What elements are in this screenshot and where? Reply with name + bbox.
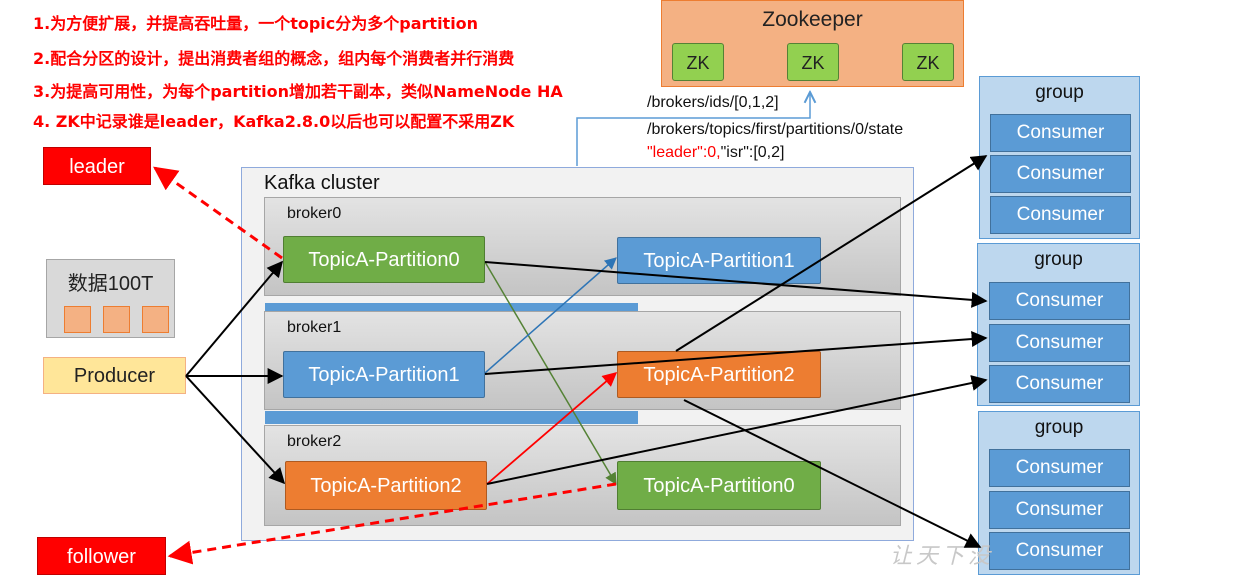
consumer: Consumer bbox=[989, 491, 1130, 529]
consumer: Consumer bbox=[989, 449, 1130, 487]
b1-partition1-leader: TopicA-Partition1 bbox=[283, 351, 485, 398]
replication-p2 bbox=[486, 372, 618, 485]
consume-arrow bbox=[683, 399, 982, 548]
kafka-cluster-title: Kafka cluster bbox=[264, 172, 380, 194]
zk-node-1: ZK bbox=[672, 43, 724, 81]
replication-p0 bbox=[484, 261, 617, 486]
cluster-zk-connector bbox=[576, 92, 810, 166]
consumer-group-2: group Consumer Consumer Consumer bbox=[977, 243, 1140, 406]
divider-bar bbox=[265, 303, 638, 312]
producer-arrow-p2 bbox=[185, 375, 286, 485]
zk-path-ids: /brokers/ids/[0,1,2] bbox=[647, 94, 779, 111]
leader-label: leader bbox=[43, 147, 151, 185]
follower-pointer bbox=[167, 482, 617, 565]
broker1-label: broker1 bbox=[287, 319, 342, 336]
b1-partition2-replica: TopicA-Partition2 bbox=[617, 351, 821, 398]
note-2: 2.配合分区的设计，提出消费者组的概念，组内每个消费者并行消费 bbox=[33, 49, 515, 68]
consume-arrow bbox=[484, 261, 988, 308]
zookeeper-box: Zookeeper ZK ZK ZK bbox=[661, 0, 964, 87]
divider-bar bbox=[265, 411, 638, 424]
b2-partition2-leader: TopicA-Partition2 bbox=[285, 461, 487, 510]
group-title: group bbox=[1035, 82, 1084, 103]
consumer: Consumer bbox=[989, 532, 1130, 570]
zk-path-state: /brokers/topics/first/partitions/0/state bbox=[647, 121, 904, 138]
broker0-label: broker0 bbox=[287, 205, 342, 222]
group-title: group bbox=[1034, 249, 1083, 270]
data-box-label: 数据100T bbox=[67, 273, 154, 295]
data-box: 数据100T bbox=[46, 259, 175, 338]
consume-arrow bbox=[486, 375, 988, 485]
watermark: 让天下没 bbox=[890, 544, 995, 569]
group-title: group bbox=[1034, 417, 1084, 438]
data-block-icon bbox=[142, 306, 169, 333]
zookeeper-title: Zookeeper bbox=[762, 8, 863, 31]
b0-partition1-replica: TopicA-Partition1 bbox=[617, 237, 821, 284]
zk-node-3: ZK bbox=[902, 43, 954, 81]
b2-partition0-replica: TopicA-Partition0 bbox=[617, 461, 821, 510]
b0-partition0-leader: TopicA-Partition0 bbox=[283, 236, 485, 283]
follower-label: follower bbox=[37, 537, 166, 575]
consumer: Consumer bbox=[990, 155, 1131, 193]
consumer: Consumer bbox=[989, 282, 1130, 320]
note-1: 1.为方便扩展，并提高吞吐量，一个topic分为多个partition bbox=[33, 14, 479, 33]
note-4: 4. ZK中记录谁是leader，Kafka2.8.0以后也可以配置不采用ZK bbox=[33, 112, 515, 131]
consumer-group-1: group Consumer Consumer Consumer bbox=[979, 76, 1140, 239]
zk-state-leader: "leader":0, bbox=[647, 144, 721, 161]
note-3: 3.为提高可用性，为每个partition增加若干副本，类似NameNode H… bbox=[33, 82, 563, 101]
consumer: Consumer bbox=[989, 324, 1130, 362]
consumer: Consumer bbox=[990, 114, 1131, 152]
zk-state-isr: "isr":[0,2] bbox=[720, 144, 785, 161]
leader-pointer bbox=[153, 166, 283, 260]
consumer: Consumer bbox=[990, 196, 1131, 234]
consume-arrow bbox=[675, 155, 988, 352]
consumer: Consumer bbox=[989, 365, 1130, 403]
data-block-icon bbox=[64, 306, 91, 333]
consumer-group-3: group Consumer Consumer Consumer bbox=[978, 411, 1140, 575]
producer-box: Producer bbox=[43, 357, 186, 394]
consume-arrow bbox=[484, 331, 988, 375]
zk-node-2: ZK bbox=[787, 43, 839, 81]
producer-arrow-p0 bbox=[185, 260, 284, 377]
zk-state-values: "leader":0,"isr":[0,2] bbox=[647, 144, 784, 162]
broker2-label: broker2 bbox=[287, 433, 342, 450]
replication-p1 bbox=[484, 257, 617, 374]
data-block-icon bbox=[103, 306, 130, 333]
